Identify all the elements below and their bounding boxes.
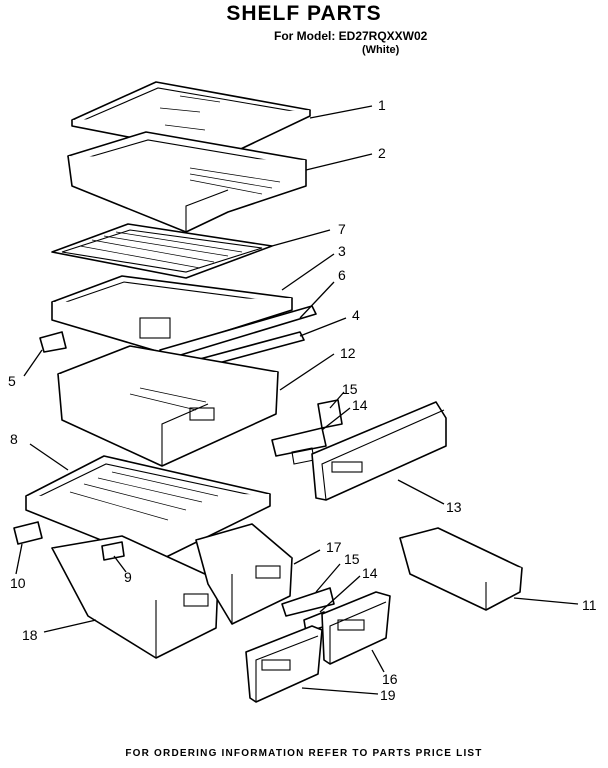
part-17-lower-pan	[195, 523, 293, 625]
part-19-drawer-front	[245, 625, 323, 703]
callout-8: 8	[10, 431, 18, 447]
part-15-bracket-upper	[317, 399, 343, 429]
callout-14-upper: 14	[352, 397, 368, 413]
callout-9: 9	[124, 569, 132, 585]
part-3-crisper-cover	[51, 275, 293, 353]
part-1-glass-shelf	[71, 81, 311, 157]
callout-4: 4	[352, 307, 360, 323]
callout-12: 12	[340, 345, 356, 361]
part-7-shelf-insert	[51, 223, 273, 279]
model-color-label: (White)	[362, 44, 400, 56]
callout-6: 6	[338, 267, 346, 283]
ordering-footer: FOR ORDERING INFORMATION REFER TO PARTS …	[125, 748, 483, 759]
part-8-lower-shelf	[25, 455, 271, 563]
callout-10: 10	[10, 575, 26, 591]
part-16-drawer-front	[321, 591, 391, 665]
part-9-bracket	[101, 541, 125, 561]
callout-5: 5	[8, 373, 16, 389]
callout-17: 17	[326, 539, 342, 555]
callout-1: 1	[378, 97, 386, 113]
part-5-side-rail	[39, 331, 67, 353]
part-12-crisper-pan	[57, 345, 279, 467]
callout-labels: 1 2 7 3 6 4 5 12 15 14 8 13 17 15 14 10 …	[8, 97, 597, 703]
model-label: For Model: ED27RQXXW02	[274, 29, 428, 43]
callout-19: 19	[380, 687, 396, 703]
callout-15-upper: 15	[342, 381, 358, 397]
callout-18: 18	[22, 627, 38, 643]
part-18-lower-pan	[51, 535, 219, 659]
callout-3: 3	[338, 243, 346, 259]
part-2-shelf-frame	[67, 131, 307, 233]
callout-7: 7	[338, 221, 346, 237]
leader-lines	[15, 105, 579, 695]
page-title: SHELF PARTS	[226, 2, 382, 25]
callout-11: 11	[582, 597, 597, 613]
callout-14-lower: 14	[362, 565, 378, 581]
callout-16: 16	[382, 671, 398, 687]
callout-13: 13	[446, 499, 462, 515]
part-13-drawer-front	[311, 401, 447, 501]
callout-2: 2	[378, 145, 386, 161]
part-15-bracket-lower	[281, 587, 335, 617]
callout-15-lower: 15	[344, 551, 360, 567]
part-11-bin	[399, 527, 523, 611]
part-10-side-rail	[13, 521, 43, 545]
